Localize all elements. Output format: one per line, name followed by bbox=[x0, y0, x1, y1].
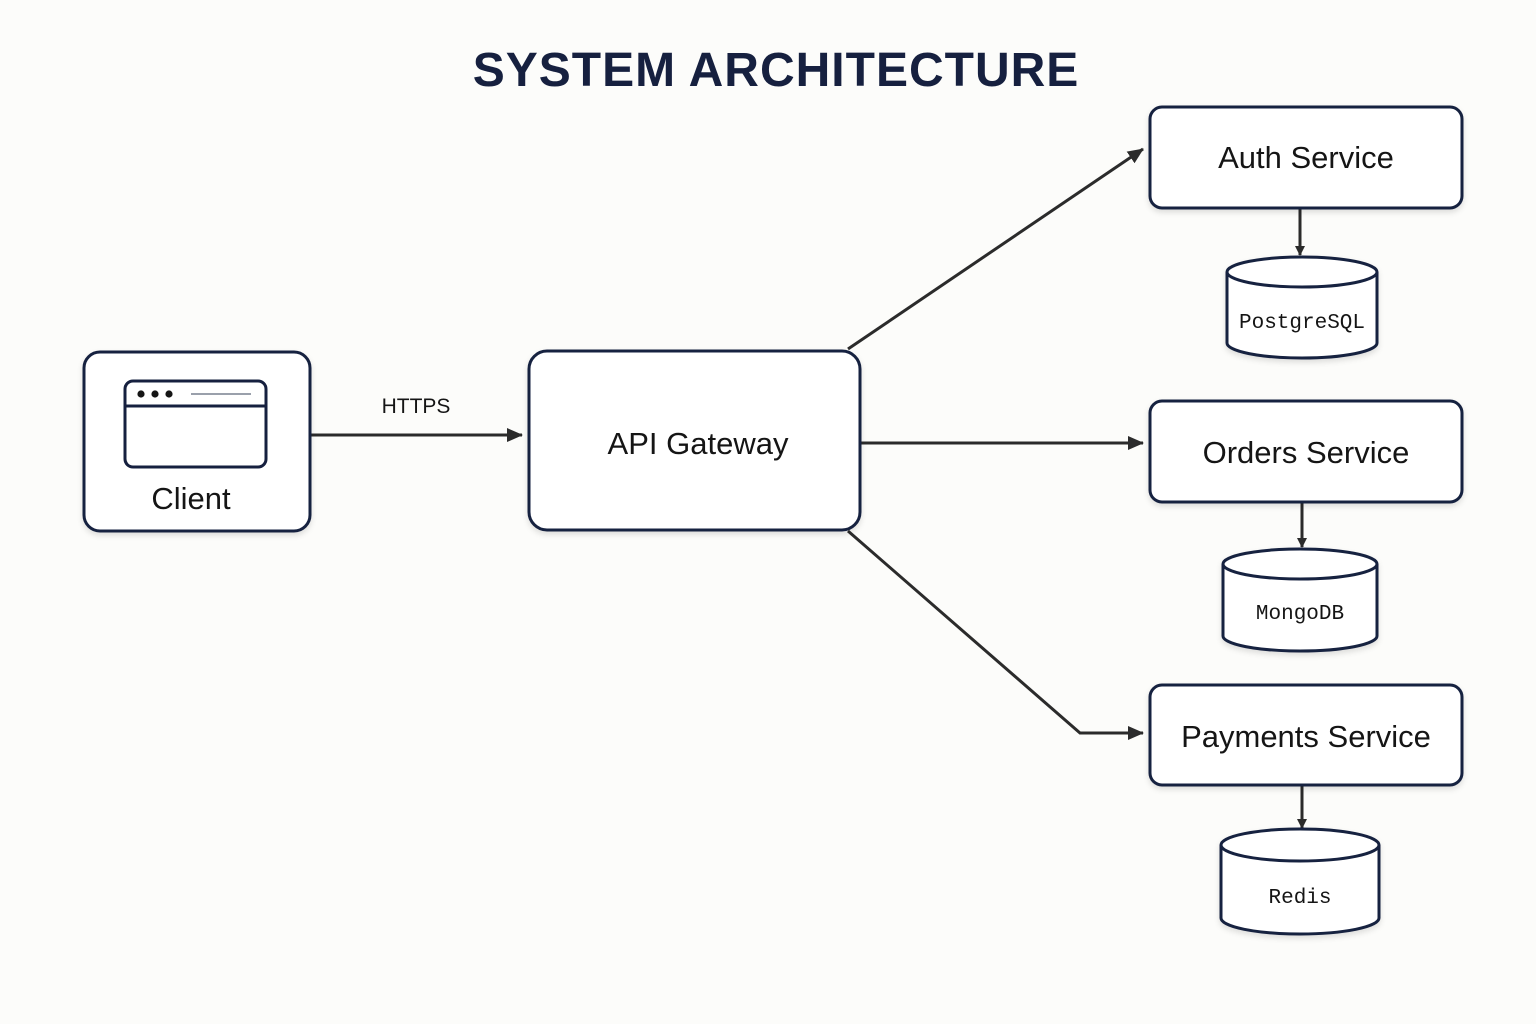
node-client[interactable]: Client bbox=[82, 350, 312, 533]
mongodb-label: MongoDB bbox=[1256, 603, 1344, 626]
db-redis[interactable]: Redis bbox=[1219, 827, 1381, 936]
postgresql-label: PostgreSQL bbox=[1239, 312, 1365, 335]
redis-label: Redis bbox=[1268, 887, 1331, 910]
database-cylinder-icon bbox=[1219, 827, 1381, 936]
node-orders-service[interactable]: Orders Service bbox=[1148, 399, 1464, 504]
auth-service-label: Auth Service bbox=[1218, 140, 1394, 175]
database-cylinder-icon bbox=[1225, 255, 1379, 360]
orders-service-label: Orders Service bbox=[1203, 435, 1410, 470]
node-api-gateway[interactable]: API Gateway bbox=[527, 349, 862, 532]
edge-client-gateway: HTTPS bbox=[311, 395, 523, 442]
db-postgresql[interactable]: PostgreSQL bbox=[1225, 255, 1379, 360]
db-mongodb[interactable]: MongoDB bbox=[1221, 547, 1379, 653]
edge-gateway-payments bbox=[847, 529, 1144, 740]
client-label: Client bbox=[151, 481, 231, 516]
diagram-title: SYSTEM ARCHITECTURE bbox=[473, 44, 1080, 97]
database-cylinder-icon bbox=[1221, 547, 1379, 653]
api-gateway-label: API Gateway bbox=[608, 426, 789, 461]
node-payments-service[interactable]: Payments Service bbox=[1148, 683, 1464, 787]
node-auth-service[interactable]: Auth Service bbox=[1148, 105, 1464, 210]
edge-gateway-auth bbox=[847, 147, 1144, 351]
edge-label-https: HTTPS bbox=[382, 395, 451, 418]
payments-service-label: Payments Service bbox=[1181, 719, 1431, 754]
browser-window-icon bbox=[123, 379, 268, 469]
